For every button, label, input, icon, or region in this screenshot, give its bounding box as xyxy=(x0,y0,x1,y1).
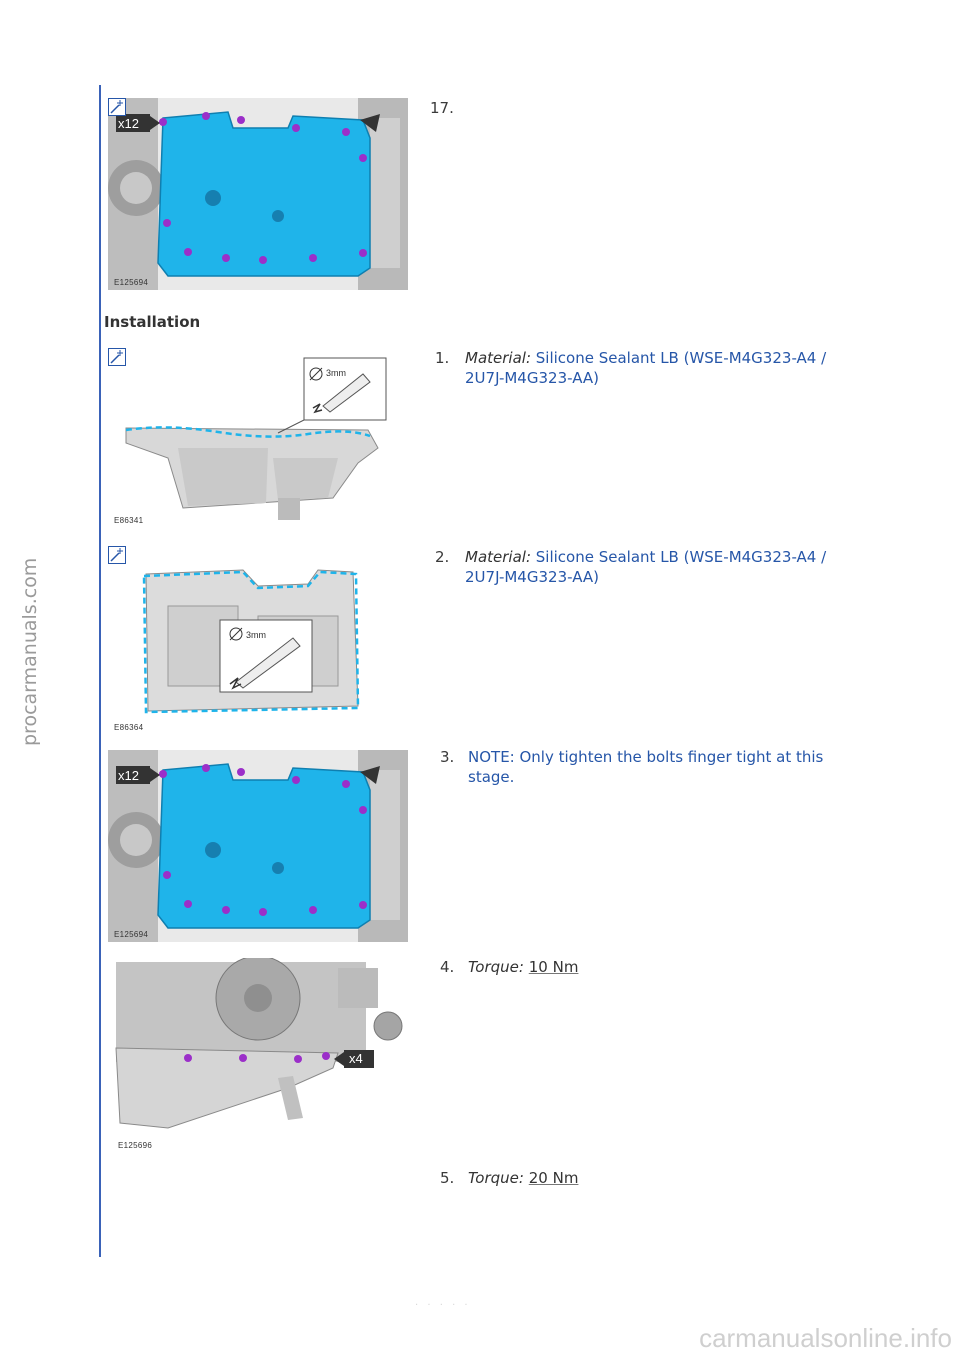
torque-value[interactable]: 20 Nm xyxy=(528,1169,579,1187)
figure-e86341-sealant[interactable]: 3mm E86341 xyxy=(108,348,408,526)
figure-code: E86364 xyxy=(114,723,144,732)
torque-label: Torque: xyxy=(468,1169,524,1187)
callout-label: x4 xyxy=(349,1051,363,1066)
zoom-icon[interactable] xyxy=(108,348,126,366)
figure-e86364-sealant[interactable]: 3mm E86364 xyxy=(108,546,408,736)
callout-label: x12 xyxy=(118,116,139,131)
callout-label: x12 xyxy=(118,768,139,783)
diameter-callout: 3mm xyxy=(326,368,346,378)
figure-code: E125696 xyxy=(118,1141,153,1150)
material-link[interactable]: Silicone Sealant LB (WSE-M4G323-A4 / 2U7… xyxy=(465,349,827,387)
footer-watermark: carmanualsonline.info xyxy=(699,1323,952,1353)
torque-value[interactable]: 10 Nm xyxy=(528,958,579,976)
section-heading: Installation xyxy=(104,313,201,331)
note-text: NOTE: Only tighten the bolts finger tigh… xyxy=(468,748,824,786)
diameter-callout: 3mm xyxy=(246,630,266,640)
step-number: 1. xyxy=(435,349,450,367)
figure-e125696-torque[interactable]: x4 E125696 xyxy=(108,958,408,1154)
page-number: · · · · · xyxy=(415,1300,471,1311)
figure-code: E86341 xyxy=(114,516,144,525)
left-margin-rule xyxy=(99,85,101,1257)
figure-code: E125694 xyxy=(114,930,149,939)
zoom-icon[interactable] xyxy=(108,98,126,116)
step-number: 2. xyxy=(435,548,450,566)
step-number: 3. xyxy=(440,748,455,766)
material-label: Material: xyxy=(465,548,531,566)
step-number: 5. xyxy=(440,1169,455,1187)
figure-code: E125694 xyxy=(114,278,149,287)
figure-e125694-install[interactable]: x12 E125694 xyxy=(108,750,408,942)
material-link[interactable]: Silicone Sealant LB (WSE-M4G323-A4 / 2U7… xyxy=(465,548,827,586)
step-number: 17. xyxy=(430,99,454,117)
side-watermark: procarmanuals.com xyxy=(19,557,41,746)
step-number: 4. xyxy=(440,958,455,976)
zoom-icon[interactable] xyxy=(108,546,126,564)
torque-label: Torque: xyxy=(468,958,524,976)
material-label: Material: xyxy=(465,349,531,367)
figure-e125694-removal[interactable]: x12 E125694 xyxy=(108,98,408,290)
